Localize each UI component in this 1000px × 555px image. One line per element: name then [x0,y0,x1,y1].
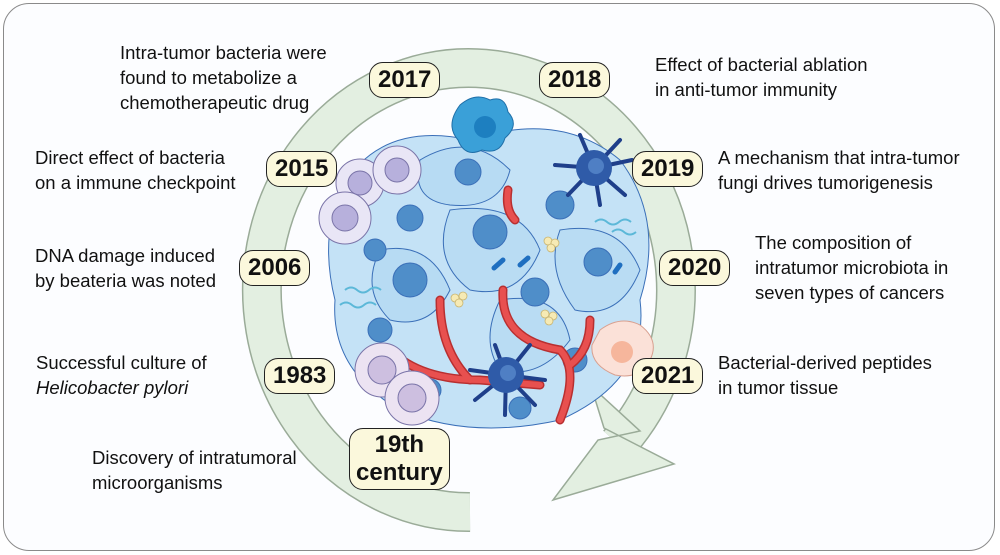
text-line-italic: Helicobacter pylori [36,377,189,398]
year-badge-2015: 2015 [266,151,338,187]
text-line: Direct effect of bacteria [35,147,225,168]
milestone-text-2017: Intra-tumor bacteria were found to metab… [120,40,327,115]
milestone-text-2006: DNA damage induced by beateria was noted [35,243,216,293]
text-line: Successful culture of [36,352,207,373]
year-badge-2006: 2006 [239,250,311,286]
year-badge-2018: 2018 [539,62,611,98]
text-line: The composition of [755,232,912,253]
year-line-2: century [356,459,443,486]
text-line: Intra-tumor bacteria were [120,42,327,63]
text-line: Bacterial-derived peptides [718,352,932,373]
text-line: fungi drives tumorigenesis [718,172,933,193]
year-badge-2017: 2017 [369,62,441,98]
text-line: Effect of bacterial ablation [655,54,868,75]
year-badge-1983: 1983 [264,358,336,394]
year-badge-2021: 2021 [632,358,704,394]
dendritic-cell [468,133,634,417]
milestone-text-2018: Effect of bacterial ablation in anti-tum… [655,52,868,102]
year-line-1: 19th [374,431,425,458]
text-line: seven types of cancers [755,282,945,303]
arrowhead-icon [551,383,677,502]
tumor-cell-cluster [328,128,650,429]
milestone-text-2020: The composition of intratumor microbiota… [755,230,948,305]
text-line: in anti-tumor immunity [655,79,837,100]
macrophage [451,96,514,153]
text-line: Discovery of intratumoral [92,447,297,468]
milestone-text-2019: A mechanism that intra-tumor fungi drive… [718,145,960,195]
year-badge-2020: 2020 [659,250,731,286]
lymphocytes [318,145,440,426]
bacteria [339,218,637,326]
milestone-text-2021: Bacterial-derived peptides in tumor tiss… [718,350,932,400]
text-line: in tumor tissue [718,377,839,398]
text-line: microorganisms [92,472,223,493]
text-line: on a immune checkpoint [35,172,236,193]
text-line: intratumor microbiota in [755,257,949,278]
text-line: found to metabolize a [120,67,297,88]
year-badge-19th-century: 19th century [349,428,450,490]
milestone-text-1983: Successful culture of Helicobacter pylor… [36,350,207,400]
text-line: chemotherapeutic drug [120,92,310,113]
text-line: A mechanism that intra-tumor [718,147,960,168]
year-badge-2019: 2019 [632,151,704,187]
text-line: DNA damage induced [35,245,215,266]
milestone-text-19th-century: Discovery of intratumoral microorganisms [92,445,297,495]
milestone-text-2015: Direct effect of bacteria on a immune ch… [35,145,236,195]
text-line: by beateria was noted [35,270,217,291]
